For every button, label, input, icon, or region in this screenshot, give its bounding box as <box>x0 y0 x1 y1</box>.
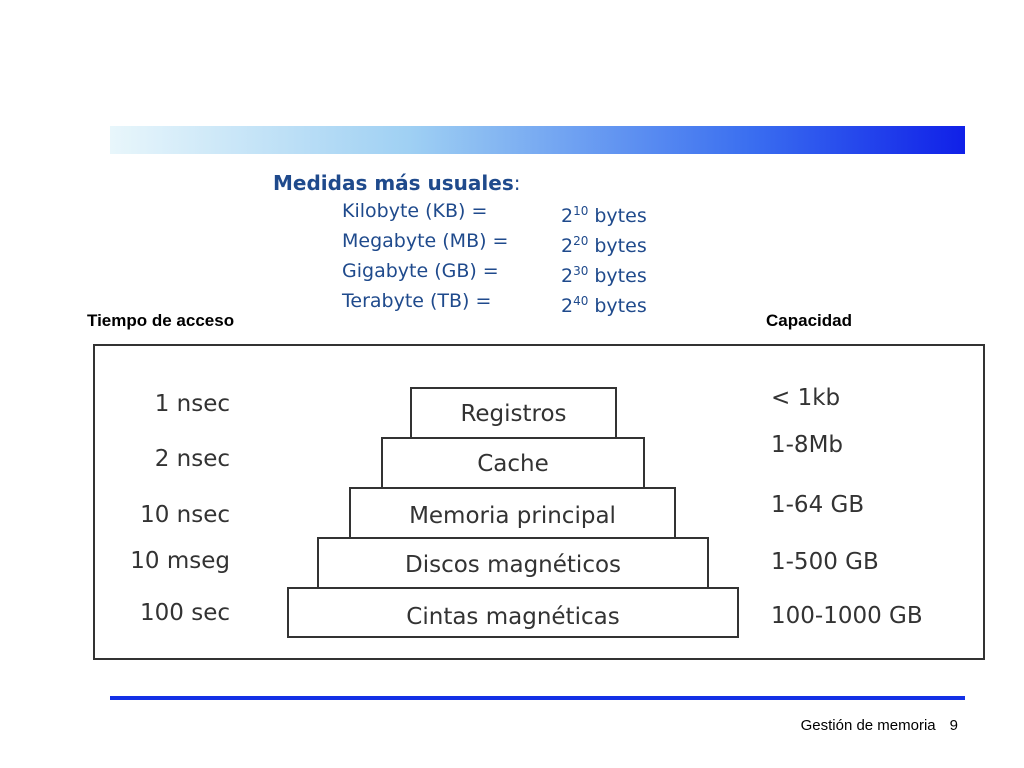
capacity-tapes: 100-1000 GB <box>771 603 923 629</box>
measure-value: 230 bytes <box>561 256 647 291</box>
footer-title: Gestión de memoria <box>800 717 936 734</box>
access-time-cache: 2 nsec <box>154 446 230 472</box>
access-time-header: Tiempo de acceso <box>87 311 235 330</box>
capacity-header: Capacidad <box>766 311 852 330</box>
measures-heading: Medidas más usuales: <box>273 170 520 196</box>
measure-word: bytes <box>594 205 647 227</box>
level-cache: Cache <box>381 437 645 489</box>
measure-unit: Kilobyte (KB) = <box>342 200 488 222</box>
page-number: 9 <box>949 717 958 734</box>
level-magnetic-tapes: Cintas magnéticas <box>287 587 739 638</box>
measure-value: 240 bytes <box>561 286 647 321</box>
title-bar-gradient <box>110 126 965 154</box>
measures-block: Medidas más usuales: Kilobyte (KB) = 210… <box>273 170 647 317</box>
measure-base: 2 <box>561 265 574 287</box>
measure-unit: Megabyte (MB) = <box>342 230 509 252</box>
level-magnetic-disks: Discos magnéticos <box>317 537 709 589</box>
measure-exponent: 20 <box>573 234 589 248</box>
measures-heading-text: Medidas más usuales <box>273 171 514 195</box>
measure-value: 220 bytes <box>561 226 647 261</box>
measures-heading-colon: : <box>513 171 521 195</box>
measure-exponent: 30 <box>573 264 589 278</box>
measure-base: 2 <box>561 295 574 317</box>
measure-row-gb: Gigabyte (GB) = 230 bytes <box>273 256 647 287</box>
measure-base: 2 <box>561 205 574 227</box>
measure-word: bytes <box>594 295 647 317</box>
measure-unit: Gigabyte (GB) = <box>342 260 499 282</box>
capacity-main-memory: 1-64 GB <box>771 492 865 518</box>
access-time-main-memory: 10 nsec <box>140 502 230 528</box>
measure-row-kb: Kilobyte (KB) = 210 bytes <box>273 196 647 227</box>
footer: Gestión de memoria 9 <box>801 717 958 734</box>
capacity-cache: 1-8Mb <box>771 432 844 458</box>
access-time-disks: 10 mseg <box>130 548 230 574</box>
access-time-registers: 1 nsec <box>154 391 230 417</box>
level-main-memory: Memoria principal <box>349 487 676 539</box>
capacity-disks: 1-500 GB <box>771 549 879 575</box>
measure-word: bytes <box>594 235 647 257</box>
measure-base: 2 <box>561 235 574 257</box>
measure-value: 210 bytes <box>561 196 647 231</box>
measure-word: bytes <box>594 265 647 287</box>
capacity-registers: < 1kb <box>771 385 841 411</box>
access-time-tapes: 100 sec <box>140 600 230 626</box>
measure-row-mb: Megabyte (MB) = 220 bytes <box>273 226 647 257</box>
measure-exponent: 40 <box>573 294 589 308</box>
level-registers: Registros <box>410 387 617 439</box>
measure-row-tb: Terabyte (TB) = 240 bytes <box>273 286 647 317</box>
measure-unit: Terabyte (TB) = <box>342 290 492 312</box>
measure-exponent: 10 <box>573 204 589 218</box>
footer-divider <box>110 696 965 700</box>
